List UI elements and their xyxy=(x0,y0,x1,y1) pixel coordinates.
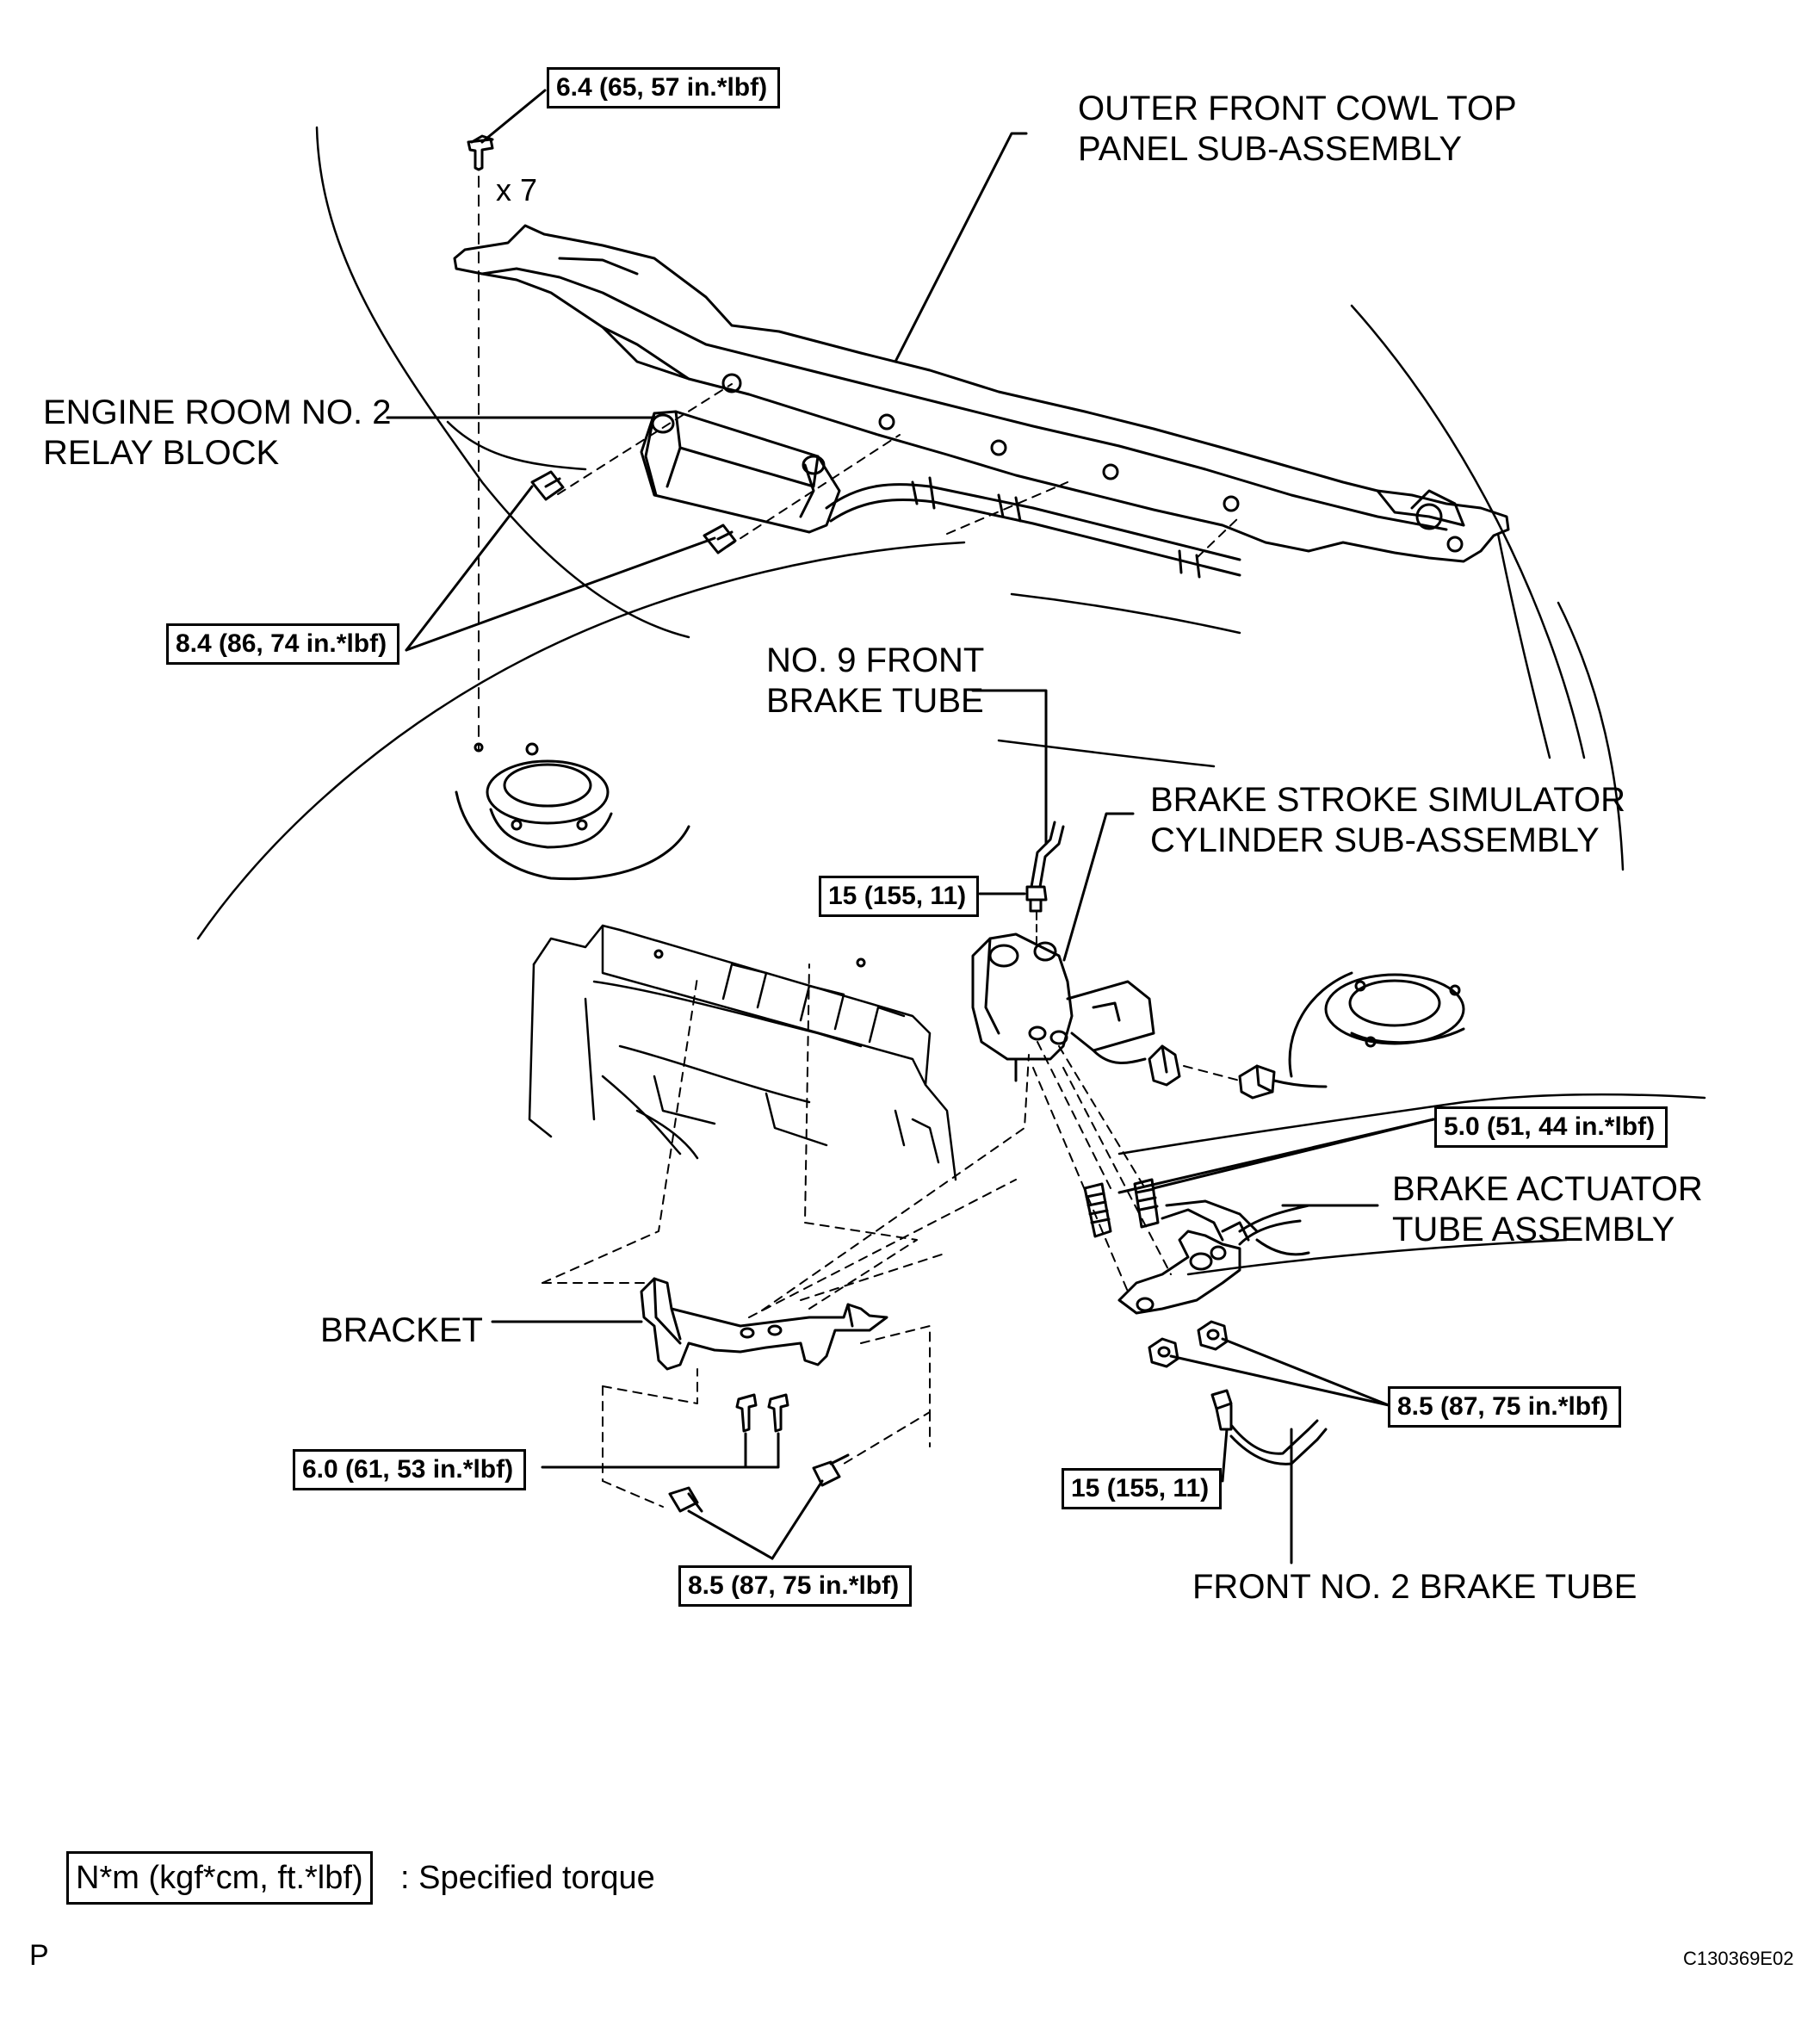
bracket xyxy=(640,1277,888,1371)
connector-guide xyxy=(1183,1065,1241,1081)
cowl-top-panel xyxy=(453,224,1510,563)
torque-actuator-nuts: 8.5 (87, 75 in.*lbf) xyxy=(1388,1386,1622,1428)
label-relay-block-line2: RELAY BLOCK xyxy=(43,434,280,472)
label-bracket: BRACKET xyxy=(320,1311,483,1349)
upper-brake-tube xyxy=(1025,821,1065,913)
engine-hole-2 xyxy=(856,957,866,968)
legend-unit-box: N*m (kgf*cm, ft.*lbf) xyxy=(66,1851,373,1905)
actuator-tube-bracket xyxy=(1117,1199,1310,1315)
torque-studs: 5.0 (51, 44 in.*lbf) xyxy=(1434,1106,1668,1148)
cowl-bolt xyxy=(467,134,494,171)
label-front-no2-brake-tube: FRONT NO. 2 BRAKE TUBE xyxy=(1192,1568,1637,1606)
label-brake-simulator: BRAKE STROKE SIMULATOR CYLINDER SUB-ASSE… xyxy=(1150,780,1625,861)
figure-code: C130369E02 xyxy=(1683,1948,1794,1969)
torque-upper-tube-nut: 15 (155, 11) xyxy=(819,876,980,917)
brake-simulator xyxy=(971,932,1181,1087)
engine-hole-1 xyxy=(653,949,664,959)
torque-bracket-bolts-outer: 8.5 (87, 75 in.*lbf) xyxy=(678,1565,913,1607)
label-relay-block: ENGINE ROOM NO. 2 RELAY BLOCK xyxy=(43,393,392,474)
label-cowl-panel-line2: PANEL SUB-ASSEMBLY xyxy=(1078,130,1463,168)
page-letter: P xyxy=(29,1939,49,1972)
right-strut-tower xyxy=(1288,971,1465,1078)
relay-block-bolts xyxy=(530,470,737,555)
relay-block xyxy=(640,410,1241,579)
lower-brake-tube xyxy=(1210,1389,1328,1465)
bracket-bolts xyxy=(668,1393,850,1513)
torque-bracket-bolts-inner: 6.0 (61, 53 in.*lbf) xyxy=(293,1449,527,1490)
label-relay-block-line1: ENGINE ROOM NO. 2 xyxy=(43,393,392,431)
torque-relay-bolts: 8.4 (86, 74 in.*lbf) xyxy=(166,623,400,665)
label-simulator-line2: CYLINDER SUB-ASSEMBLY xyxy=(1150,821,1600,859)
body-outlines xyxy=(196,126,1706,1276)
torque-cowl-bolts: 6.4 (65, 57 in.*lbf) xyxy=(547,67,781,108)
simulator-guides xyxy=(1032,1041,1172,1292)
leader-lines xyxy=(386,89,1435,1564)
torque-lower-tube-nut: 15 (155, 11) xyxy=(1062,1468,1223,1509)
left-strut-tower xyxy=(455,742,690,881)
label-no9-line1: NO. 9 FRONT xyxy=(766,641,985,679)
label-count: x 7 xyxy=(496,172,538,208)
legend-description: : Specified torque xyxy=(400,1860,655,1896)
label-cowl-panel-line1: OUTER FRONT COWL TOP xyxy=(1078,90,1517,127)
label-simulator-line1: BRAKE STROKE SIMULATOR xyxy=(1150,781,1625,819)
label-actuator-tube: BRAKE ACTUATOR TUBE ASSEMBLY xyxy=(1392,1169,1703,1250)
label-actuator-line1: BRAKE ACTUATOR xyxy=(1392,1170,1703,1208)
label-cowl-panel: OUTER FRONT COWL TOP PANEL SUB-ASSEMBLY xyxy=(1078,89,1517,170)
cowl-bolt-hole xyxy=(474,742,484,753)
label-no9-front-brake-tube: NO. 9 FRONT BRAKE TUBE xyxy=(766,641,984,722)
engine-block xyxy=(528,924,957,1181)
connector xyxy=(1238,1064,1328,1100)
label-no9-line2: BRAKE TUBE xyxy=(766,682,984,720)
studs xyxy=(1083,1178,1160,1238)
relay-block-guides xyxy=(557,383,1241,559)
label-actuator-line2: TUBE ASSEMBLY xyxy=(1392,1211,1675,1248)
bracket-guides xyxy=(542,963,1030,1508)
